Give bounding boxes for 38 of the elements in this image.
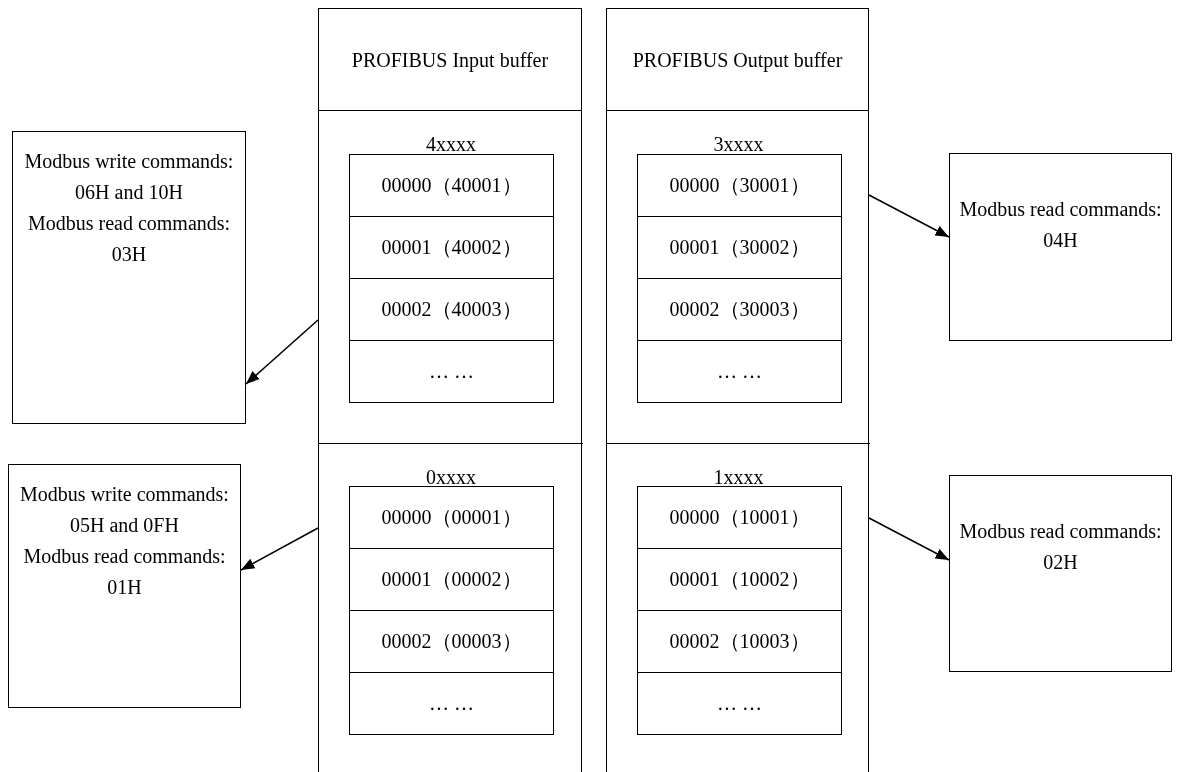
register-row: 00002（10003） xyxy=(637,610,842,673)
command-box xyxy=(12,131,246,424)
buffer-column xyxy=(318,8,582,772)
command-box xyxy=(8,464,241,708)
register-row: 00002（40003） xyxy=(349,278,554,341)
register-row: … … xyxy=(349,340,554,403)
register-row: … … xyxy=(637,672,842,735)
section-label: 4xxxx xyxy=(425,133,477,155)
command-text: Modbus read commands: 01H xyxy=(22,544,227,600)
section-label: 1xxxx xyxy=(712,466,765,488)
section-label: 0xxxx xyxy=(425,466,477,488)
command-text: Modbus read commands: 02H xyxy=(958,519,1163,575)
register-row: 00000（10001） xyxy=(637,486,842,549)
section-label: 3xxxx xyxy=(712,133,765,155)
column-header: PROFIBUS Input buffer xyxy=(319,9,581,111)
command-text: Modbus read commands: 03H xyxy=(26,211,232,267)
register-row: … … xyxy=(637,340,842,403)
register-row: 00001（30002） xyxy=(637,216,842,279)
command-text: Modbus write commands: 06H and 10H xyxy=(23,149,235,205)
arrow xyxy=(240,527,319,571)
register-row: 00001（40002） xyxy=(349,216,554,279)
arrow xyxy=(868,517,950,561)
register-row: 00001（10002） xyxy=(637,548,842,611)
command-text: Modbus read commands: 04H xyxy=(958,197,1163,253)
command-box xyxy=(949,475,1172,672)
command-text: Modbus write commands: 05H and 0FH xyxy=(19,482,230,538)
column-header: PROFIBUS Output buffer xyxy=(607,9,868,111)
buffer-column xyxy=(606,8,869,772)
arrow xyxy=(245,319,319,385)
register-row: 00000（40001） xyxy=(349,154,554,217)
register-row: 00002（00003） xyxy=(349,610,554,673)
register-row: 00000（00001） xyxy=(349,486,554,549)
register-row: 00000（30001） xyxy=(637,154,842,217)
command-box xyxy=(949,153,1172,341)
register-row: 00001（00002） xyxy=(349,548,554,611)
register-row: 00002（30003） xyxy=(637,278,842,341)
register-row: … … xyxy=(349,672,554,735)
arrow xyxy=(868,194,950,238)
